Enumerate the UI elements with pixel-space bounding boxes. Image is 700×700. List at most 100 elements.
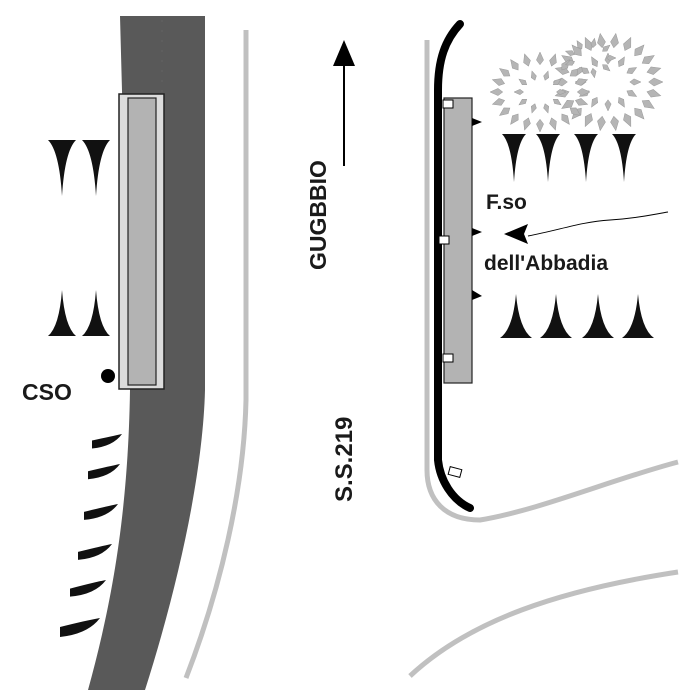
vegetation-leaf [626,67,638,74]
vegetation-leaf [590,67,597,79]
point-label: CSO [22,379,72,405]
vegetation-leaf [641,55,655,65]
vegetation-leaf [646,89,662,98]
tree-symbol-icon [612,134,636,182]
secondary-road-left [183,30,249,679]
vegetation-leaf [499,68,511,77]
vegetation-leaf [576,40,583,50]
basin-tick-1 [472,118,482,126]
city-label: GUGBBIO [305,160,331,270]
secondary-road-bottom [408,569,679,678]
tree-symbol-icon [502,134,526,182]
tree-symbol-icon [536,134,560,182]
vegetation-leaf [510,113,519,125]
vegetation-leaf [561,113,570,125]
tree-symbol-icon [70,580,106,597]
tree-symbol-icon [622,294,654,338]
tree-symbol-icon [82,290,110,336]
tree-symbol-icon [92,434,122,449]
vegetation-leaf [623,113,632,128]
vegetation-leaf [549,53,557,67]
vegetation-leaf [610,32,619,49]
channel-marker-1 [442,99,454,109]
vegetation-leaf [618,97,625,108]
vegetation-leaf [536,118,544,133]
tree-symbol-icon [540,294,572,338]
channel-marker-3 [442,353,454,363]
vegetation-leaf [576,88,591,96]
vegetation-leaf [518,98,528,106]
vegetation-leaf [561,99,575,109]
tree-symbol-icon [82,140,110,196]
vegetation-leaf [626,90,638,97]
vegetation-leaf [569,107,581,116]
vegetation-leaf [552,78,562,86]
secondary-road-right [424,40,679,523]
vegetation-leaf [543,103,550,114]
vegetation-leaf [590,37,597,49]
vegetation-leaf [597,115,606,132]
vegetation-leaf [543,70,550,81]
vegetation-leaf [564,59,575,66]
vegetation-leaf [536,51,544,66]
vegetation-leaf [591,97,598,108]
stream-label-line1: F.so [486,191,527,214]
left-basin-inner [127,97,157,386]
vegetation-leaf [584,113,593,128]
vegetation-leaf [618,56,625,67]
vegetation-leaf [602,64,611,72]
vegetation-leaf [610,115,619,132]
tree-symbol-icon [582,294,614,338]
stream-label-line2: dell'Abbadia [484,252,608,275]
vegetation-leaf [513,89,525,95]
vegetation-leaf [491,78,506,86]
tree-symbol-icon [500,294,532,338]
tree-symbol-icon [48,140,76,196]
vegetation-leaf [641,99,655,109]
vegetation-leaf [523,53,531,67]
outfall-point [101,369,115,383]
vegetation-leaf [597,32,606,49]
arrow-up-icon [333,40,355,66]
vegetation-leaf [510,59,519,71]
vegetation-leaf [604,99,612,112]
vegetation-leaf [634,44,645,57]
vegetation-leaf [530,103,537,114]
vegetation-leaf [574,78,589,86]
vegetation-leaf [523,117,531,131]
vegetation-cluster [489,32,664,133]
tree-symbol-icon [78,544,112,560]
vegetation-leaf [555,89,567,95]
channel-marker-2 [438,235,450,245]
vegetation-leaf [571,44,582,57]
vegetation-leaf [489,88,504,96]
tree-symbol-icon [574,134,598,182]
vegetation-leaf [574,98,589,106]
tree-symbols [48,134,654,338]
vegetation-leaf [591,56,598,67]
tree-symbol-icon [48,290,76,336]
tree-symbol-icon [60,618,100,637]
vegetation-leaf [646,66,662,75]
flow-arrow-icon [504,224,528,244]
basin-tick-3 [472,290,482,300]
vegetation-leaf [605,55,617,61]
vegetation-leaf [648,77,664,87]
channel-stream [434,20,474,512]
side-tree-symbols [60,434,122,637]
vegetation-leaf [518,78,528,86]
road-label: S.S.219 [331,417,358,502]
vegetation-leaf [552,98,562,106]
channel-marker-4 [447,465,463,479]
vegetation-leaf [499,107,511,116]
vegetation-leaf [629,78,642,86]
vegetation-leaf [491,98,506,106]
vegetation-leaf [576,66,583,76]
vegetation-leaf [634,107,645,120]
tree-symbol-icon [84,504,118,520]
tributary-line [527,211,669,237]
vegetation-leaf [530,70,537,81]
basin-tick-2 [472,228,482,236]
vegetation-leaf [623,36,632,51]
